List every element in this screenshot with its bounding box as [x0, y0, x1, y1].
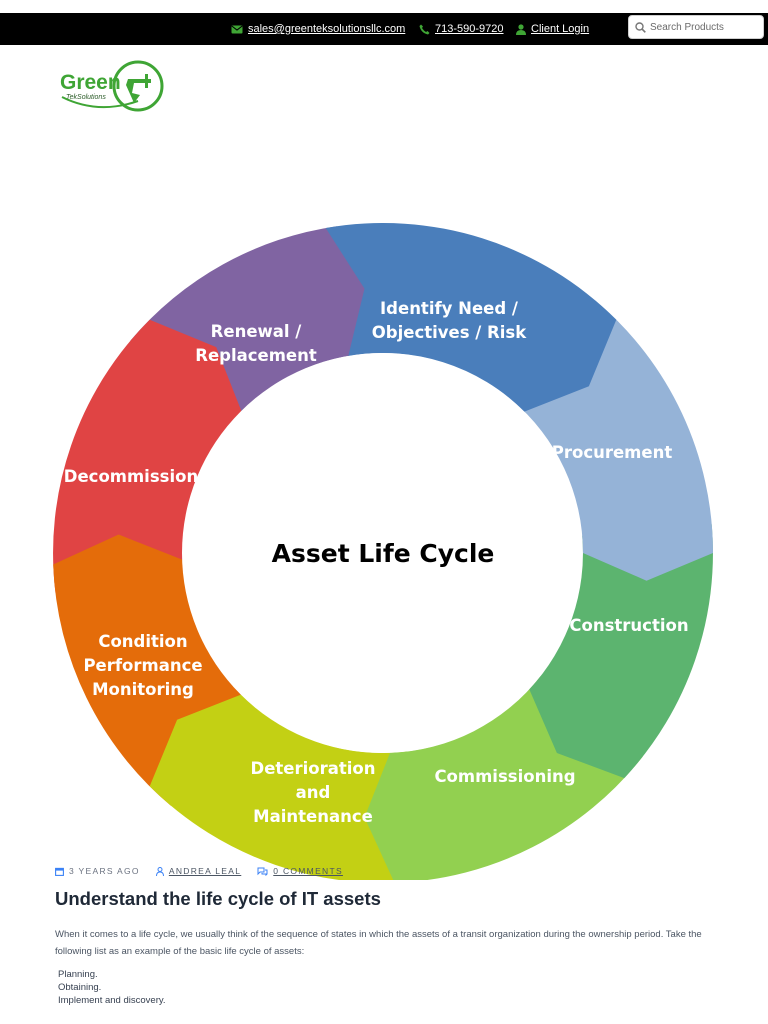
cycle-segment: [149, 694, 423, 880]
search-input[interactable]: [646, 21, 760, 33]
cycle-stage-label: Renewal /: [211, 322, 303, 341]
list-item: Implement and discovery.: [58, 995, 166, 1006]
post-comments-link[interactable]: 0 COMMENTS: [273, 866, 343, 876]
cycle-segment: [511, 300, 713, 581]
search-icon: [635, 21, 646, 33]
cycle-segment: [364, 676, 643, 880]
search-box: [628, 15, 764, 39]
cycle-labels: Identify Need / Objectives / RiskProcurem…: [64, 299, 689, 826]
cycle-stage-label: Identify Need /: [380, 299, 519, 318]
logo-subtitle: TekSolutions: [66, 94, 106, 101]
cycle-segment: [130, 226, 374, 425]
user-icon: [516, 23, 526, 35]
comments-icon: [257, 867, 268, 876]
plug-icon: [126, 74, 151, 103]
email-link[interactable]: sales@greenteksolutionsllc.com: [231, 13, 405, 45]
list-item: Planning.: [58, 969, 98, 980]
post-date: 3 YEARS AGO: [55, 866, 140, 876]
top-bar: sales@greenteksolutionsllc.com 713-590-9…: [0, 13, 768, 45]
cycle-stage-label: Performance: [83, 656, 202, 675]
list-item: Obtaining.: [58, 982, 102, 993]
cycle-stage-label: Commissioning: [434, 767, 575, 786]
envelope-icon: [231, 25, 243, 33]
cycle-segment: [325, 223, 617, 412]
cycle-segment: [529, 524, 713, 779]
cycle-segment: [53, 534, 255, 806]
cycle-stage-label: Procurement: [552, 443, 673, 462]
cycle-stage-label: Decommission: [64, 467, 198, 486]
cycle-segment: [53, 319, 242, 594]
post-list: Planning. Obtaining. Implement and disco…: [58, 968, 166, 1007]
calendar-icon: [55, 867, 64, 876]
cycle-title: Asset Life Cycle: [272, 539, 495, 568]
asset-life-cycle-diagram: Asset Life Cycle Identify Need / Objectiv…: [53, 223, 713, 880]
cycle-segments: [53, 223, 713, 880]
user-icon: [155, 866, 164, 876]
cycle-center: [182, 353, 582, 753]
post-title: Understand the life cycle of IT assets: [55, 888, 381, 909]
post-comments[interactable]: 0 COMMENTS: [257, 866, 343, 876]
cycle-stage-label: Objectives / Risk: [372, 323, 527, 342]
phone-icon: [419, 24, 430, 34]
cycle-stage-label: Condition: [98, 632, 187, 651]
client-login-text: Client Login: [531, 23, 590, 35]
post-author-link[interactable]: ANDREA LEAL: [168, 866, 242, 876]
logo[interactable]: Green TekSolutions: [58, 57, 166, 115]
cycle-stage-label: Maintenance: [253, 807, 373, 826]
post-intro: When it comes to a life cycle, we usuall…: [55, 929, 702, 957]
client-login-link[interactable]: Client Login: [516, 13, 589, 45]
cycle-stage-label: Monitoring: [92, 680, 194, 699]
cycle-stage-label: Deterioration: [251, 759, 376, 778]
post-author[interactable]: ANDREA LEAL: [155, 866, 242, 876]
cycle-stage-label: and: [296, 783, 331, 802]
email-text: sales@greenteksolutionsllc.com: [248, 23, 406, 35]
logo-ring: [112, 60, 164, 112]
cycle-stage-label: Construction: [569, 616, 688, 635]
phone-text: 713-590-9720: [435, 23, 504, 35]
logo-wordmark: Green: [60, 71, 121, 94]
phone-link[interactable]: 713-590-9720: [419, 13, 504, 45]
post-meta: 3 YEARS AGO ANDREA LEAL 0 COMMENTS: [55, 866, 359, 876]
post-date-text: 3 YEARS AGO: [69, 866, 140, 876]
cycle-stage-label: Replacement: [195, 346, 317, 365]
logo-swoosh: [61, 96, 139, 109]
